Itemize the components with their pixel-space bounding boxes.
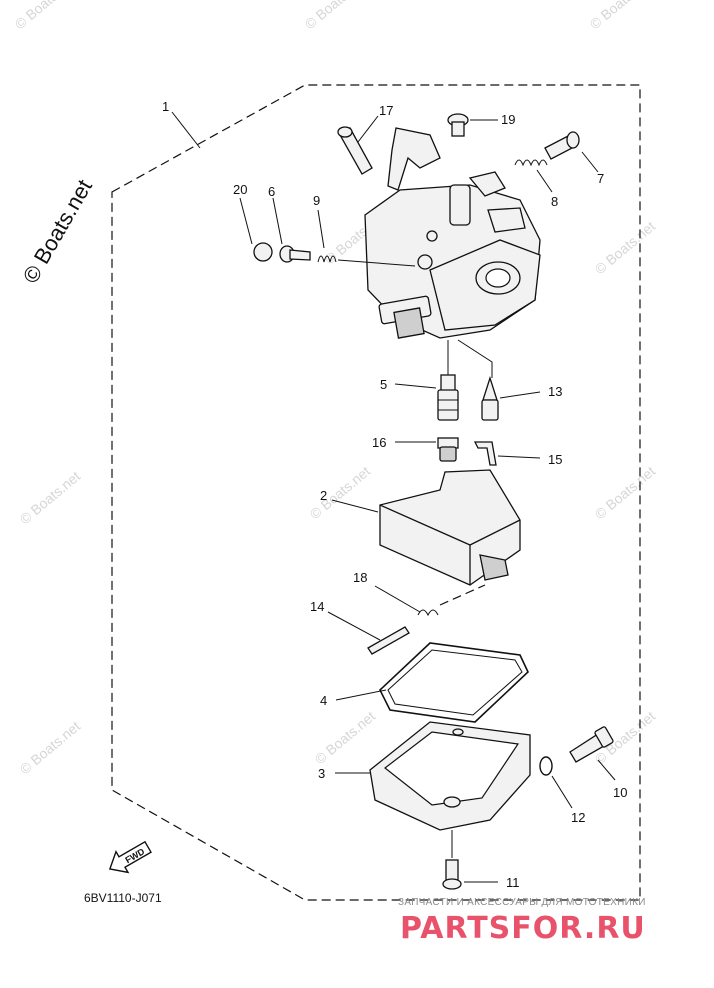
leader-line [457, 339, 493, 378]
callout-14: 14 [310, 599, 324, 614]
callout-10: 10 [613, 785, 627, 800]
clip-18 [417, 609, 439, 617]
leader-line [335, 689, 387, 701]
screw-11 [442, 859, 462, 890]
leader-line [357, 115, 379, 143]
leader-line [327, 611, 381, 641]
callout-19: 19 [501, 112, 515, 127]
callout-8: 8 [551, 194, 558, 209]
leader-line [331, 499, 379, 513]
float-2 [379, 469, 521, 586]
spring-9 [317, 255, 337, 263]
throttle-stop-screw-7 [544, 131, 580, 160]
leader-line [551, 775, 573, 809]
screw-19 [447, 113, 469, 137]
brand-logo-text: PARTSFOR.RU [400, 911, 646, 946]
callout-13: 13 [548, 384, 562, 399]
brand-tagline: ЗАПЧАСТИ И АКСЕССУАРЫ ДЛЯ МОТОТЕХНИКИ [398, 897, 646, 908]
drain-screw-10 [569, 726, 614, 763]
clip-15 [473, 441, 497, 466]
callout-7: 7 [597, 171, 604, 186]
callout-11: 11 [506, 875, 520, 890]
callout-12: 12 [571, 810, 585, 825]
leader-line [317, 209, 325, 249]
leader-line [337, 259, 416, 267]
diagram-code: 6BV1110-J071 [84, 891, 162, 905]
watermark-text: © Boats.net [12, 0, 79, 32]
leader-line [499, 391, 541, 399]
callout-15: 15 [548, 452, 562, 467]
pilot-screw-17 [337, 126, 373, 175]
watermark-text: © Boats.net [302, 0, 369, 32]
leader-line [581, 151, 599, 173]
callout-18: 18 [353, 570, 367, 585]
float-chamber-3 [369, 721, 531, 831]
main-nozzle-5 [437, 374, 459, 421]
watermark-corner-text: © Boats.net [18, 175, 97, 287]
leader-line [239, 197, 253, 245]
leader-line [497, 455, 541, 459]
callout-17: 17 [379, 103, 393, 118]
pilot-screw-6 [279, 245, 311, 263]
carburetor-body [364, 127, 541, 339]
callout-5: 5 [380, 377, 387, 392]
spring-8 [514, 159, 548, 167]
watermark-text: © Boats.net [592, 463, 659, 522]
float-pin-14 [367, 626, 410, 655]
leader-line [374, 585, 421, 613]
o-ring-12 [539, 756, 553, 776]
leader-line [394, 383, 437, 389]
cap-20 [253, 242, 273, 262]
main-jet-16 [437, 437, 459, 462]
watermark-text: © Boats.net [17, 718, 84, 777]
leader-line [272, 197, 283, 245]
watermark-text: © Boats.net [587, 0, 654, 32]
fwd-arrow: FWD [108, 840, 152, 874]
watermark-text: © Boats.net [312, 708, 379, 767]
leader-line [597, 759, 616, 781]
callout-4: 4 [320, 693, 327, 708]
needle-valve-13 [481, 375, 499, 421]
callout-3: 3 [318, 766, 325, 781]
watermark-text: © Boats.net [307, 463, 374, 522]
callout-9: 9 [313, 193, 320, 208]
callout-20: 20 [233, 182, 247, 197]
leader-line [536, 169, 553, 193]
callout-1: 1 [162, 99, 169, 114]
callout-6: 6 [268, 184, 275, 199]
callout-2: 2 [320, 488, 327, 503]
leader-line [439, 584, 486, 606]
gasket-4 [379, 642, 529, 723]
watermark-text: © Boats.net [592, 218, 659, 277]
callout-16: 16 [372, 435, 386, 450]
leader-line [171, 111, 201, 149]
watermark-text: © Boats.net [17, 468, 84, 527]
